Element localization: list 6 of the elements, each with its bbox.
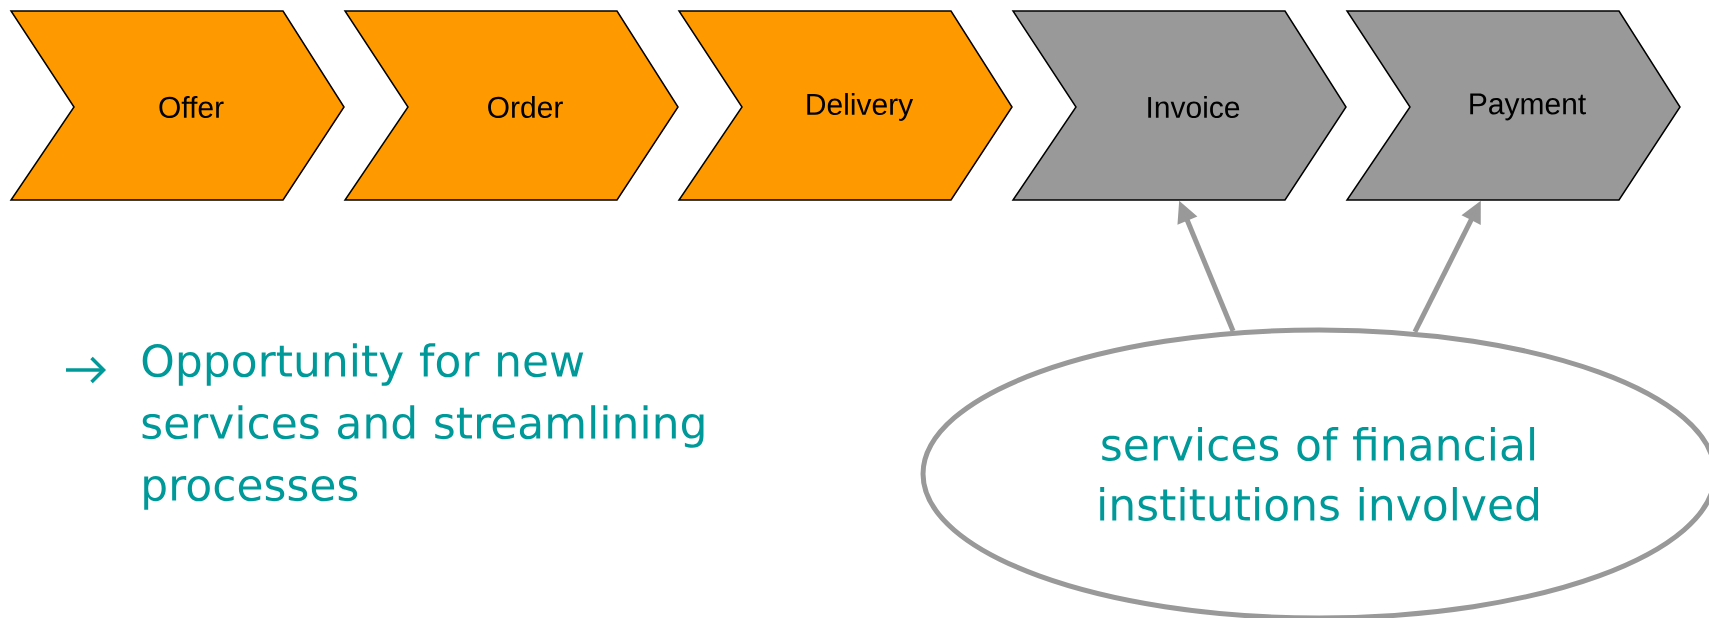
chevron-step: Delivery: [677, 10, 1013, 201]
bullet-text: Opportunity for new services and streamlining processes: [142, 343, 704, 510]
chevron-step: Offer: [9, 10, 345, 201]
chevron-step: Order: [343, 10, 679, 201]
chevron-step: Payment: [1345, 10, 1681, 201]
chevron-step: Invoice: [1011, 10, 1347, 201]
